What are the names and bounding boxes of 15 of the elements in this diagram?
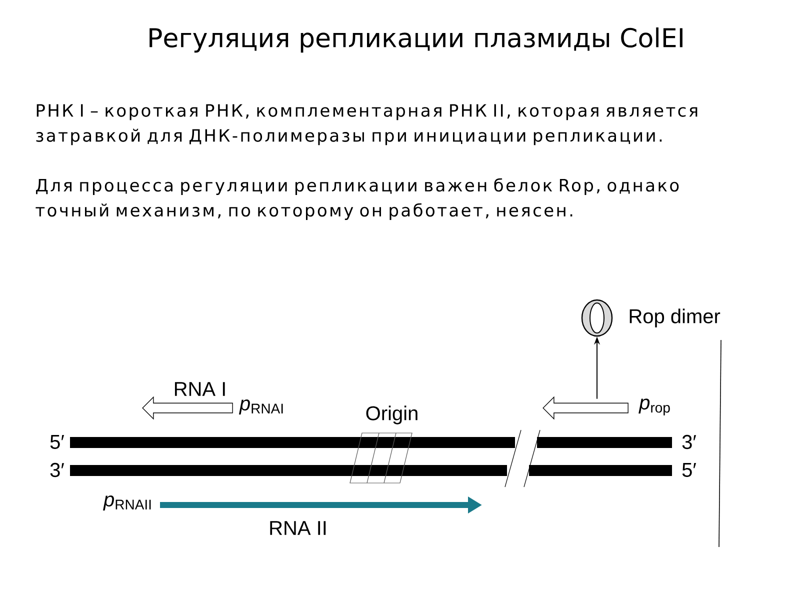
promoter-label: p$_{rop}$ [638, 398, 670, 416]
origin-label: Origin [366, 406, 418, 424]
paragraph: Для процесса регуляции репликации важен белок Rop, однако точный механизм, по которому он работает, неясен. [36, 178, 679, 220]
strand-label: RNA I [174, 382, 225, 396]
promoter-label: p$_{RNAII}$ [103, 496, 151, 510]
end-label: 3′ [682, 434, 696, 450]
protein-label: Rop dimer [630, 308, 720, 328]
promoter-label: p$_{RNAI}$ [238, 400, 283, 414]
rop-dimer-icon [581, 299, 613, 337]
title: Регуляция репликации плазмиды ColEI [150, 27, 682, 53]
end-label: 3′ [50, 462, 64, 478]
paragraph: РНК I – короткая РНК, комплементарная РНК II, которая является затравкой для ДНК-полимеразы при инициации репликации. [36, 104, 698, 146]
strand-label: RNA II [270, 521, 326, 535]
end-label: 5′ [682, 463, 696, 477]
end-label: 5′ [50, 435, 64, 449]
